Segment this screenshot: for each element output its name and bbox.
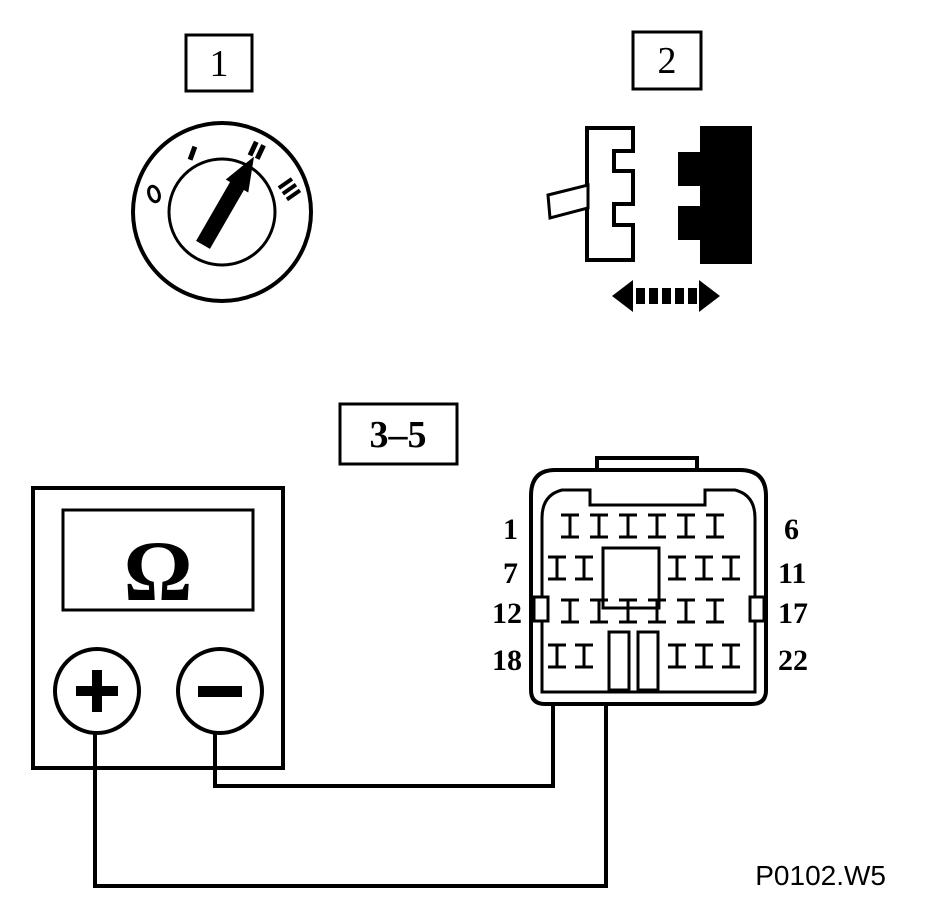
pin-label: 1 [503, 513, 518, 546]
figure-code: P0102.W5 [755, 860, 886, 891]
position-0-mark [147, 184, 161, 204]
position-1-mark [187, 145, 198, 161]
pin-label: 17 [778, 597, 808, 630]
pin-row-2 [548, 555, 740, 581]
pin-label: 11 [778, 557, 806, 590]
plus-terminal [53, 647, 141, 735]
pin-row-3 [561, 598, 724, 624]
minus-terminal [176, 647, 264, 735]
double-arrow-icon [612, 280, 720, 312]
test-leads [93, 665, 608, 888]
pin-labels-left: 1 7 12 18 [492, 513, 522, 677]
minus-lead [213, 690, 555, 788]
pin-label: 18 [492, 644, 522, 677]
step-3-5-box: 3–5 [338, 402, 459, 466]
position-2-mark [247, 140, 266, 160]
step-2-box: 2 [631, 30, 703, 91]
meter-display-symbol: Ω [124, 523, 193, 619]
pin-labels-right: 6 11 17 22 [778, 513, 808, 677]
step-3-5-label: 3–5 [370, 414, 427, 456]
key-pointer-icon [196, 156, 254, 249]
step-2-label: 2 [658, 40, 677, 82]
position-3-mark [277, 177, 302, 202]
pin-label: 22 [778, 644, 808, 677]
plus-lead [93, 665, 608, 888]
ignition-switch-icon [131, 121, 313, 303]
step-1-label: 1 [210, 43, 229, 85]
connector-unplug-icon [546, 126, 752, 312]
pin-row-1 [561, 513, 724, 539]
step-1-box: 1 [184, 33, 254, 93]
pin-row-4 [548, 643, 740, 669]
pin-label: 7 [503, 557, 518, 590]
connector-pins [548, 513, 740, 669]
ohmmeter-icon: Ω [31, 486, 285, 770]
pin-label: 12 [492, 597, 522, 630]
meter-display [61, 508, 255, 612]
pin-label: 6 [784, 513, 799, 546]
